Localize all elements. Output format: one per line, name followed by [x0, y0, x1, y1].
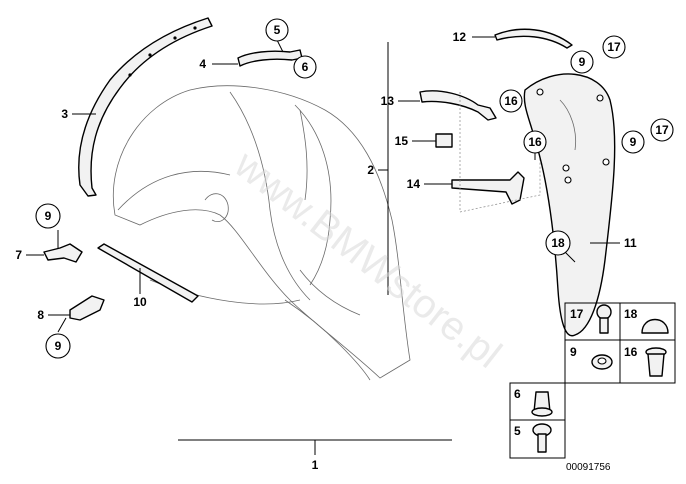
callout-16a: 16 — [504, 94, 518, 108]
callout-5: 5 — [274, 23, 281, 37]
callout-6: 6 — [302, 60, 309, 74]
legend-grommet-16 — [645, 347, 667, 377]
callout-17b: 17 — [655, 123, 669, 137]
callout-16b: 16 — [528, 135, 542, 149]
callout-9d: 9 — [55, 339, 62, 353]
part-3-rail[interactable] — [78, 17, 213, 197]
fairing-outline — [112, 85, 411, 381]
callout-14: 14 — [407, 177, 421, 191]
callout-18: 18 — [551, 236, 565, 250]
legend-label-16: 16 — [624, 345, 638, 359]
callout-circle-9b — [621, 130, 645, 154]
legend-screw-5 — [532, 423, 552, 453]
legend-label-5: 5 — [514, 424, 521, 438]
legend-label-6: 6 — [514, 387, 521, 401]
callout-9b: 9 — [630, 135, 637, 149]
callout-circle-16a — [499, 89, 523, 113]
callout-circle-16b — [523, 130, 547, 154]
legend-screw-17 — [596, 304, 612, 334]
legend-label-9: 9 — [570, 345, 577, 359]
legend-grid — [509, 302, 676, 459]
diagram-code: 00091756 — [566, 462, 611, 473]
callout-11: 11 — [624, 236, 637, 250]
part-10-strip[interactable] — [97, 243, 199, 303]
callout-10: 10 — [133, 295, 147, 309]
watermark: www.BMWstore.pl — [226, 142, 510, 377]
legend-label-18: 18 — [624, 307, 638, 321]
part-14-stay[interactable] — [451, 171, 525, 205]
callout-9c: 9 — [45, 209, 52, 223]
callout-circle-6 — [293, 55, 317, 79]
callout-circle-17a — [602, 35, 626, 59]
callout-1: 1 — [312, 458, 319, 472]
callout-circle-18 — [545, 230, 571, 256]
callout-2: 2 — [367, 163, 374, 177]
callout-17a: 17 — [607, 40, 621, 54]
callout-7: 7 — [15, 248, 22, 262]
legend-cap-18 — [641, 318, 669, 334]
part-11-mudguard[interactable] — [523, 73, 616, 337]
callout-4: 4 — [199, 57, 206, 71]
part-15-pad[interactable] — [435, 133, 453, 148]
legend-washer-9 — [591, 354, 613, 370]
callout-13: 13 — [381, 94, 395, 108]
callout-circle-9a — [570, 50, 594, 74]
part-12-trim[interactable] — [494, 28, 573, 49]
callout-8: 8 — [37, 308, 44, 322]
callout-15: 15 — [395, 134, 409, 148]
callout-circle-9c — [35, 203, 61, 229]
callout-9a: 9 — [579, 55, 586, 69]
callout-circle-17b — [650, 118, 674, 142]
part-13-bracket[interactable] — [419, 90, 497, 121]
callout-12: 12 — [453, 30, 467, 44]
legend-label-17: 17 — [570, 307, 584, 321]
callout-3: 3 — [61, 107, 68, 121]
callout-circle-5 — [265, 18, 289, 42]
callout-circle-9d — [45, 333, 71, 359]
part-8-clip[interactable] — [69, 295, 105, 321]
part-7-clip[interactable] — [43, 243, 83, 263]
legend-nut-6 — [531, 391, 553, 417]
part-4-bracket[interactable] — [237, 49, 303, 67]
